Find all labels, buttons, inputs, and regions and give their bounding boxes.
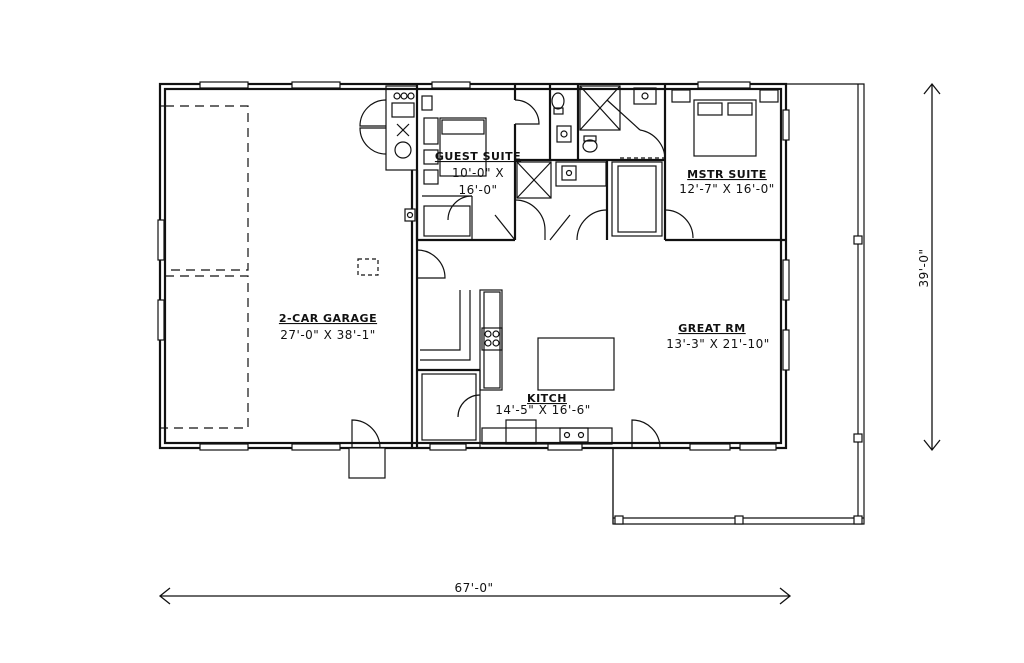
- garage-name: 2-CAR GARAGE: [279, 312, 377, 325]
- baths-and-hall: [494, 84, 666, 241]
- guest-suite-size-1: 10'-0" X: [452, 166, 504, 180]
- guest-suite-name: GUEST SUITE: [435, 150, 521, 163]
- exterior-walls: [158, 82, 788, 450]
- master-suite-name: MSTR SUITE: [687, 168, 767, 181]
- covered-porch: [612, 83, 865, 525]
- width-dimension: 67'-0": [158, 581, 792, 605]
- garage-size: 27'-0" X 38'-1": [280, 328, 375, 342]
- guest-suite-size-2: 16'-0": [458, 183, 497, 197]
- kitchen-size: 14'-5" X 16'-6": [495, 403, 590, 417]
- master-suite-size: 12'-7" X 16'-0": [679, 182, 774, 196]
- overall-depth-label: 39'-0": [917, 248, 931, 287]
- depth-dimension: 39'-0": [917, 82, 941, 452]
- room-labels: 2-CAR GARAGE 27'-0" X 38'-1" GUEST SUITE…: [279, 150, 774, 417]
- great-room-name: GREAT RM: [678, 322, 745, 335]
- overall-width-label: 67'-0": [454, 581, 493, 595]
- guest-suite-walls: [415, 81, 540, 242]
- kitchen-name: KITCH: [527, 392, 567, 405]
- kitchen-great-room: [416, 249, 790, 451]
- master-suite-walls: [663, 81, 790, 242]
- garage: [157, 81, 419, 479]
- great-room-size: 13'-3" X 21'-10": [666, 337, 770, 351]
